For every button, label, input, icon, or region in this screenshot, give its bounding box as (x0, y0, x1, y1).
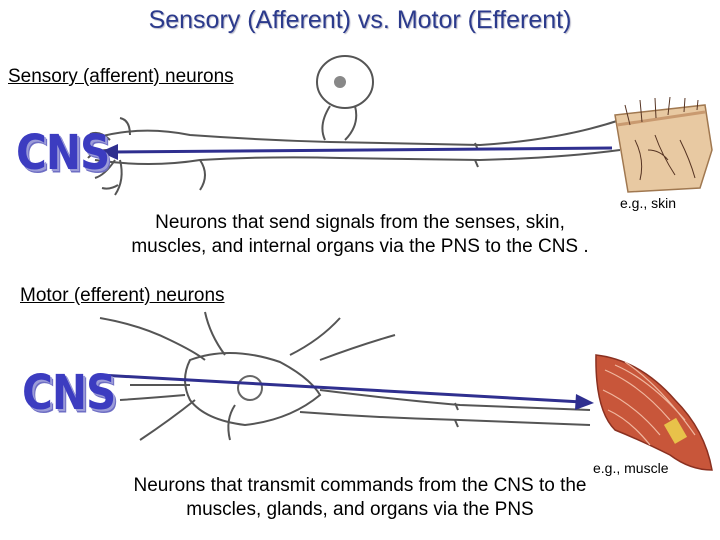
sensory-example-label: e.g., skin (620, 195, 677, 211)
sensory-heading: Sensory (afferent) neurons (8, 66, 234, 87)
sensory-description: Neurons that send signals from the sense… (0, 211, 720, 259)
sensory-description-line-2: muscles, and internal organs via the PNS… (131, 236, 589, 257)
muscle-illustration (595, 354, 713, 471)
motor-example-label: e.g., muscle (593, 460, 669, 476)
slide-title: Sensory (Afferent) vs. Motor (Efferent) (148, 6, 572, 34)
motor-description-line-1: Neurons that transmit commands from the … (133, 475, 587, 496)
skin-illustration (614, 96, 713, 193)
sensory-description-line-1: Neurons that send signals from the sense… (155, 212, 565, 233)
motor-heading: Motor (efferent) neurons (20, 285, 225, 306)
sensory-cns-label: CNS (16, 124, 110, 181)
motor-description-line-2: muscles, glands, and organs via the PNS (186, 499, 534, 520)
motor-cns-label: CNS (22, 364, 116, 421)
motor-description: Neurons that transmit commands from the … (0, 474, 720, 522)
